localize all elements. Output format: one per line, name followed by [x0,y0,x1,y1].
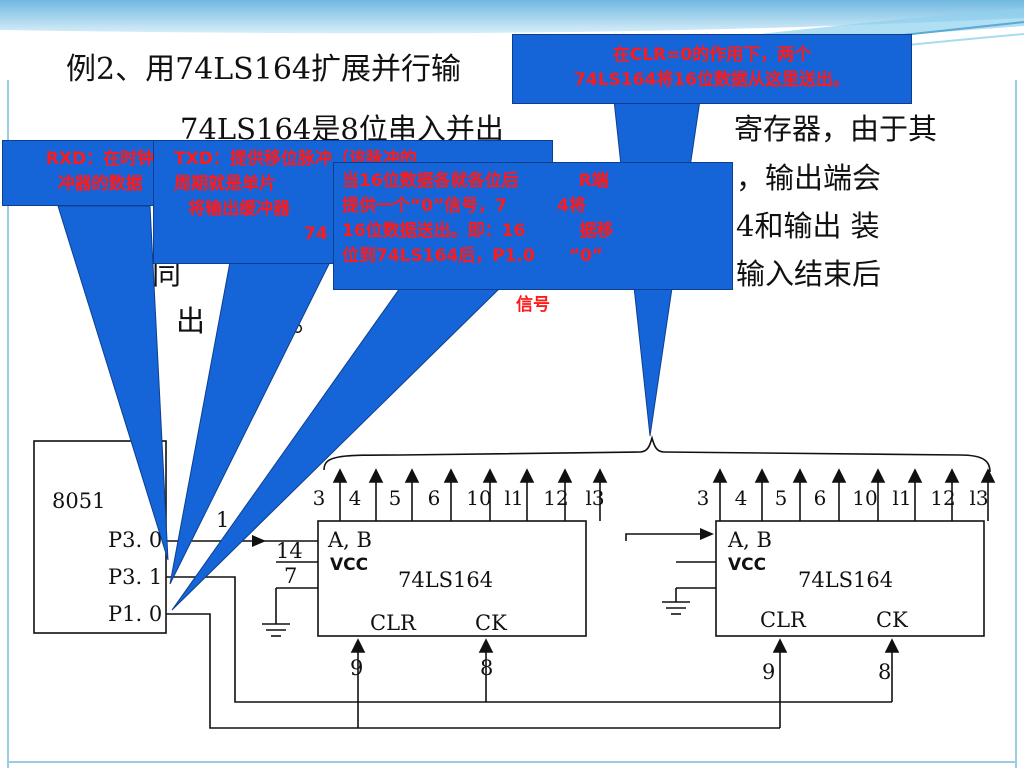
rxd-callout-line: 冲器的数据 [57,174,143,194]
txd-callout-line: 周期就是单片 [174,174,276,194]
clr-output-callout: 在CLR=0的作用下，两个 74LS164将16位数据从这里送出。 [512,34,912,104]
rxd-callout-tail [57,205,169,561]
clr-signal-callout-line: 当16位数据各就各位后 [342,171,519,191]
chip2-out-pin: 10 [852,486,878,510]
rxd-callout-line: RXD：在时钟 [45,149,155,169]
chip1-ab-label: A, B [328,528,372,552]
chip1-name: 74LS164 [398,568,494,592]
chip1-out-pin: 4 [348,486,362,510]
chip1-vcc-label: VCC [330,555,369,575]
chip2-ab-label: A, B [728,528,772,552]
chip1-out-pin: 3 [312,486,326,510]
chip2-clr-label: CLR [760,608,806,632]
mcu-name: 8051 [52,489,106,513]
chip1-out-pin: 12 [543,486,569,510]
chip1-clr-label: CLR [370,611,416,635]
chip2-pin-ck: 8 [878,660,892,684]
chip1-box [317,520,587,637]
chip2-out-pin: l1 [892,486,912,510]
chip1-pin-ck: 8 [480,656,494,680]
clr-signal-callout-line: 信号 [516,295,550,315]
chip2-out-pin: 5 [774,486,788,510]
chip1-out-pin: 5 [388,486,402,510]
txd-callout-line: 将输出缓冲器 [188,199,290,219]
body-line-1b: 寄存器，由于其 [734,112,938,146]
chip1-out-pin: l3 [585,486,605,510]
body-line-3: 4和输出 装 [736,209,880,243]
chip2-vcc-label: VCC [728,555,767,575]
chip2-ck-label: CK [876,608,908,632]
clr-signal-callout-line: 4将 [557,196,586,216]
chip1-pin-7: 7 [284,564,298,588]
clr-output-callout-line: 在CLR=0的作用下，两个 [612,45,812,65]
chip2-out-pin: 6 [813,486,827,510]
body-line-4: 输入结束后 [736,257,882,291]
chip2-out-pin: 12 [930,486,956,510]
clr-signal-callout-line: 16位数据送出。即：16 [342,221,526,241]
clr-signal-callout-overflow: 信号 [500,290,566,320]
port-p10: P1. 0 [108,602,163,626]
chip2-out-pin: 4 [734,486,748,510]
chip2-pin-clr: 9 [762,660,776,684]
chip1-out-pin: 10 [466,486,492,510]
slide-title: 例2、用74LS164扩展并行输 [66,52,461,87]
chip2-out-pin: 3 [696,486,710,510]
body-line-2: ，输出端会 [736,161,882,195]
chip1-pin-14: 14 [276,539,303,563]
chip2-output-arrows [712,468,996,521]
clr-output-callout-line: 74LS164将16位数据从这里送出。 [574,70,850,90]
body-line-5: 出 [176,304,206,338]
port-p30: P3. 0 [108,528,163,552]
clr-signal-callout-line: 据移 [579,221,614,241]
clr-signal-callout-line: 位到74LS164后，P1.0 [342,246,535,266]
chip1-ck-label: CK [475,611,507,635]
chip2-name: 74LS164 [798,568,894,592]
p30-pin-number: 1 [216,508,230,532]
txd-callout-line: 74 [304,224,328,244]
chip1-out-pin: l1 [504,486,524,510]
chip2-out-pin: l3 [969,486,989,510]
chip2-box [715,520,985,637]
port-p31: P3. 1 [108,565,163,589]
chip1-output-arrows [332,468,608,521]
clr-signal-callout: 当16位数据各就各位后 R端 提供一个“0”信号，7 4将 16位数据送出。即：16… [333,162,733,290]
clr-signal-callout-line: 提供一个“0”信号，7 [342,196,508,216]
clr-signal-callout-line: R端 [578,171,609,191]
clr-signal-callout-line: “0” [568,246,603,266]
chip1-out-pin: 6 [427,486,441,510]
chip1-pin-clr: 9 [350,656,364,680]
